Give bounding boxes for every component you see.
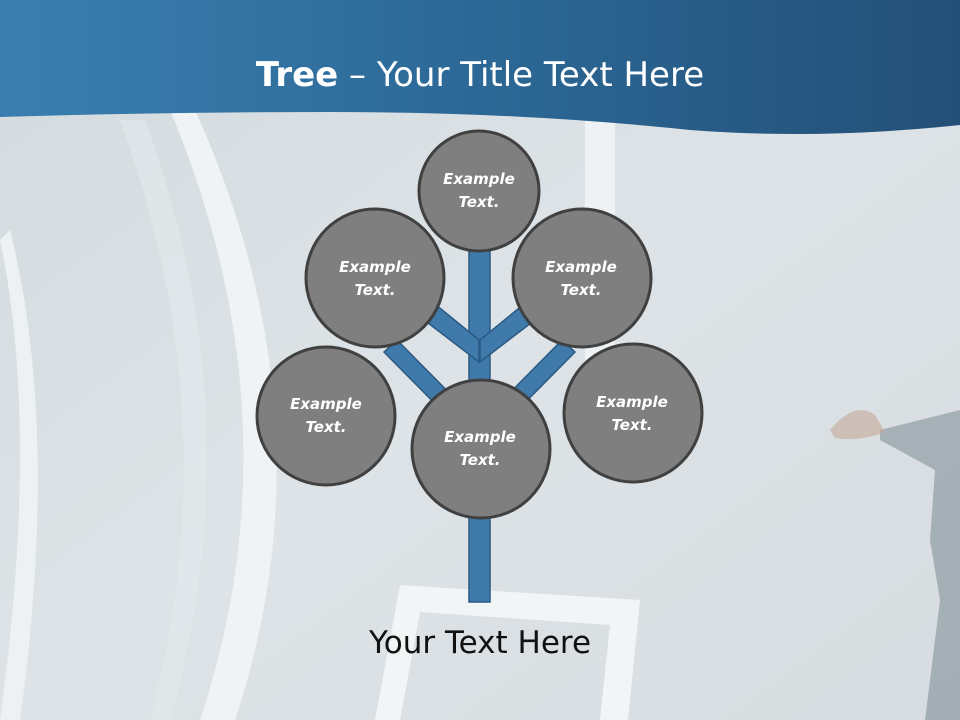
circle-upper-right xyxy=(511,207,653,349)
title-rest: Your Title Text Here xyxy=(376,55,705,95)
caption-text: Your Text Here xyxy=(368,625,592,661)
circle-upper-left-line2: Text. xyxy=(354,281,396,299)
circle-upper-left-text: Example Text. xyxy=(315,256,435,302)
slide-title: Tree – Your Title Text Here xyxy=(0,50,960,100)
circle-lower-left-line1: Example xyxy=(290,395,362,413)
maze-wall-left xyxy=(0,230,38,720)
circle-top-text: Example Text. xyxy=(419,168,539,214)
circle-lower-right xyxy=(562,342,704,484)
circle-upper-right-line2: Text. xyxy=(560,281,602,299)
circle-lower-left-line2: Text. xyxy=(305,418,347,436)
circle-lower-right-line2: Text. xyxy=(611,416,653,434)
circle-lower-left-text: Example Text. xyxy=(266,393,386,439)
circle-lower-right-line1: Example xyxy=(596,393,668,411)
figure-hand xyxy=(830,410,885,440)
maze-floor-box xyxy=(375,585,640,720)
circle-center xyxy=(410,378,552,520)
circle-upper-left-line1: Example xyxy=(339,258,411,276)
circle-top xyxy=(417,129,541,253)
circle-center-text: Example Text. xyxy=(420,426,540,472)
circle-upper-left xyxy=(304,207,446,349)
circle-upper-right-line1: Example xyxy=(545,258,617,276)
circle-top-line2: Text. xyxy=(458,193,500,211)
maze-wall-arc-shade xyxy=(120,120,208,720)
figure-silhouette xyxy=(880,410,960,720)
circle-top-line1: Example xyxy=(443,170,515,188)
circle-lower-right-text: Example Text. xyxy=(572,391,692,437)
circle-upper-right-text: Example Text. xyxy=(521,256,641,302)
title-dash: – xyxy=(349,55,367,95)
header-band xyxy=(0,0,960,134)
circle-center-line1: Example xyxy=(444,428,516,446)
circle-lower-left xyxy=(255,345,397,487)
circle-center-line2: Text. xyxy=(459,451,501,469)
maze-wall-arc xyxy=(170,110,277,720)
title-bold: Tree xyxy=(255,55,339,95)
